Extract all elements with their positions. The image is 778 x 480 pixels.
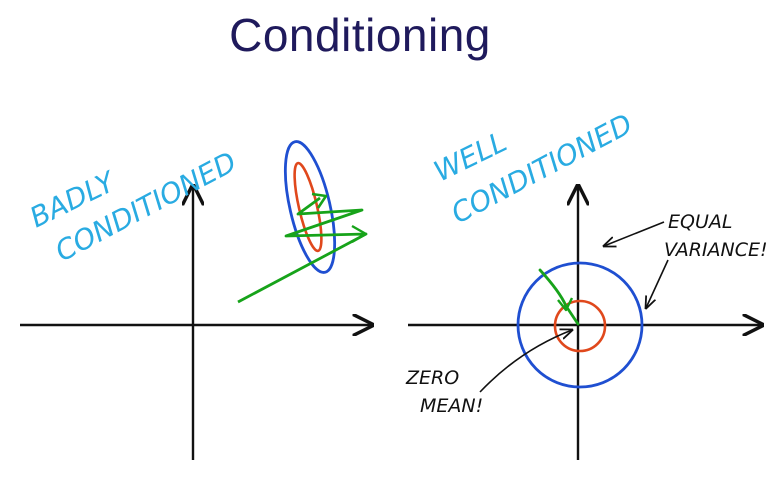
right-descent-arrowhead — [557, 297, 574, 312]
left-zigzag-arrowhead-2 — [351, 224, 368, 244]
variance-annotation-line1: EQUAL — [668, 211, 732, 233]
left-zigzag-path — [237, 196, 368, 304]
right-outer-contour — [516, 261, 644, 389]
left-outer-contour — [283, 140, 337, 274]
mean-arrow — [479, 330, 572, 393]
page-title: Conditioning — [229, 9, 491, 61]
left-panel: BADLY CONDITIONED — [20, 140, 372, 460]
right-panel: WELL CONDITIONED EQUAL VARIANCE! ZERO ME… — [405, 107, 768, 460]
variance-annotation-line2: VARIANCE! — [664, 239, 768, 261]
mean-annotation-line1: ZERO — [405, 367, 459, 389]
variance-arrow-side — [646, 259, 669, 308]
right-inner-contour — [553, 299, 607, 353]
variance-arrow-top — [604, 221, 665, 246]
left-inner-contour — [293, 161, 323, 253]
mean-annotation-line2: MEAN! — [420, 395, 483, 417]
right-descent-path — [538, 268, 580, 326]
left-zigzag-arrowhead — [311, 192, 328, 209]
